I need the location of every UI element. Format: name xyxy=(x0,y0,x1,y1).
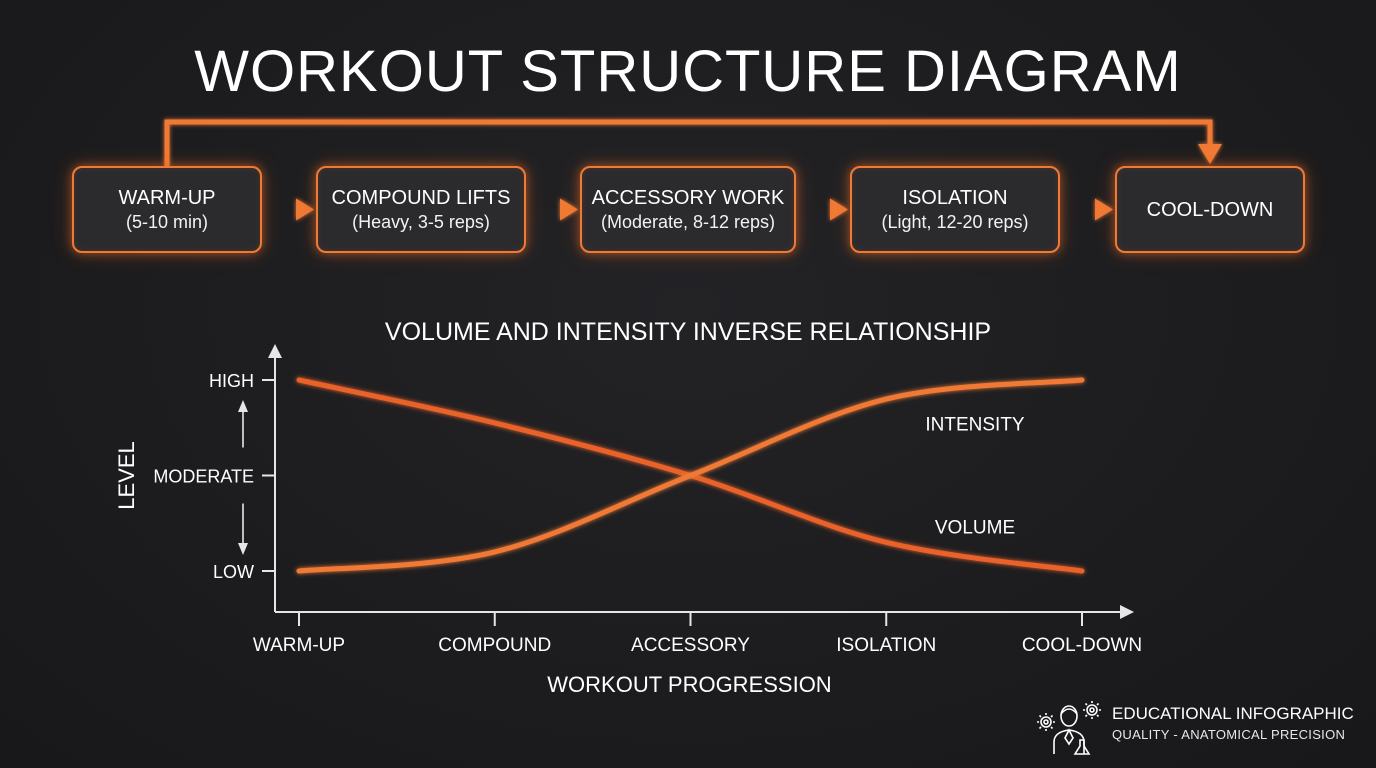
scientist-gears-icon xyxy=(1037,701,1101,755)
page-title: WORKOUT STRUCTURE DIAGRAM xyxy=(194,39,1182,104)
y-tick-label: HIGH xyxy=(209,371,254,391)
stage-detail: (Heavy, 3-5 reps) xyxy=(352,211,490,232)
x-tick-label: COMPOUND xyxy=(438,635,551,656)
flow-arrowhead xyxy=(1095,198,1113,221)
flow-arrowhead xyxy=(560,198,578,221)
x-tick-label: COOL-DOWN xyxy=(1022,635,1142,656)
flow-arrowhead xyxy=(296,198,314,221)
stage-box-warm-up: WARM-UP (5-10 min) xyxy=(72,166,262,253)
stage-name: WARM-UP xyxy=(118,186,216,209)
y-axis-label: LEVEL xyxy=(114,441,139,510)
series-label-volume: VOLUME xyxy=(935,517,1015,538)
stage-detail: (Moderate, 8-12 reps) xyxy=(600,211,776,232)
loop-connector-line xyxy=(164,119,1213,166)
stage-detail: (5-10 min) xyxy=(125,211,209,232)
y-axis-arrowhead xyxy=(268,344,282,358)
y-tick-label: LOW xyxy=(213,562,254,582)
chart-title: VOLUME AND INTENSITY INVERSE RELATIONSHI… xyxy=(384,318,992,346)
flow-connectors xyxy=(164,119,1222,221)
level-up-arrowhead xyxy=(238,400,248,412)
stage-name: COOL-DOWN xyxy=(1146,198,1274,221)
stage-detail: (Light, 12-20 reps) xyxy=(881,211,1029,232)
footer-badge: EDUCATIONAL INFOGRAPHIC QUALITY - ANATOM… xyxy=(1034,700,1364,756)
y-tick-label: MODERATE xyxy=(153,467,254,487)
x-tick-label: WARM-UP xyxy=(253,635,345,656)
loop-arrowhead xyxy=(1198,144,1222,164)
x-tick-label: ISOLATION xyxy=(836,635,936,656)
stage-name: ACCESSORY WORK xyxy=(591,186,785,209)
stage-box-compound-lifts: COMPOUND LIFTS (Heavy, 3-5 reps) xyxy=(316,166,526,253)
stage-box-isolation: ISOLATION (Light, 12-20 reps) xyxy=(850,166,1060,253)
stage-name: ISOLATION xyxy=(902,186,1008,209)
stage-box-accessory-work: ACCESSORY WORK (Moderate, 8-12 reps) xyxy=(580,166,796,253)
x-axis-arrowhead xyxy=(1120,605,1134,619)
level-down-arrowhead xyxy=(238,543,248,555)
stage-name: COMPOUND LIFTS xyxy=(331,186,511,209)
footer-title: EDUCATIONAL INFOGRAPHIC xyxy=(1112,704,1354,723)
series-label-intensity: INTENSITY xyxy=(925,414,1025,435)
x-axis-label: WORKOUT PROGRESSION xyxy=(547,672,831,697)
footer-subtitle: QUALITY - ANATOMICAL PRECISION xyxy=(1112,727,1346,742)
flow-arrowhead xyxy=(830,198,848,221)
stage-box-cool-down: COOL-DOWN xyxy=(1115,166,1305,253)
x-tick-label: ACCESSORY xyxy=(631,635,750,656)
